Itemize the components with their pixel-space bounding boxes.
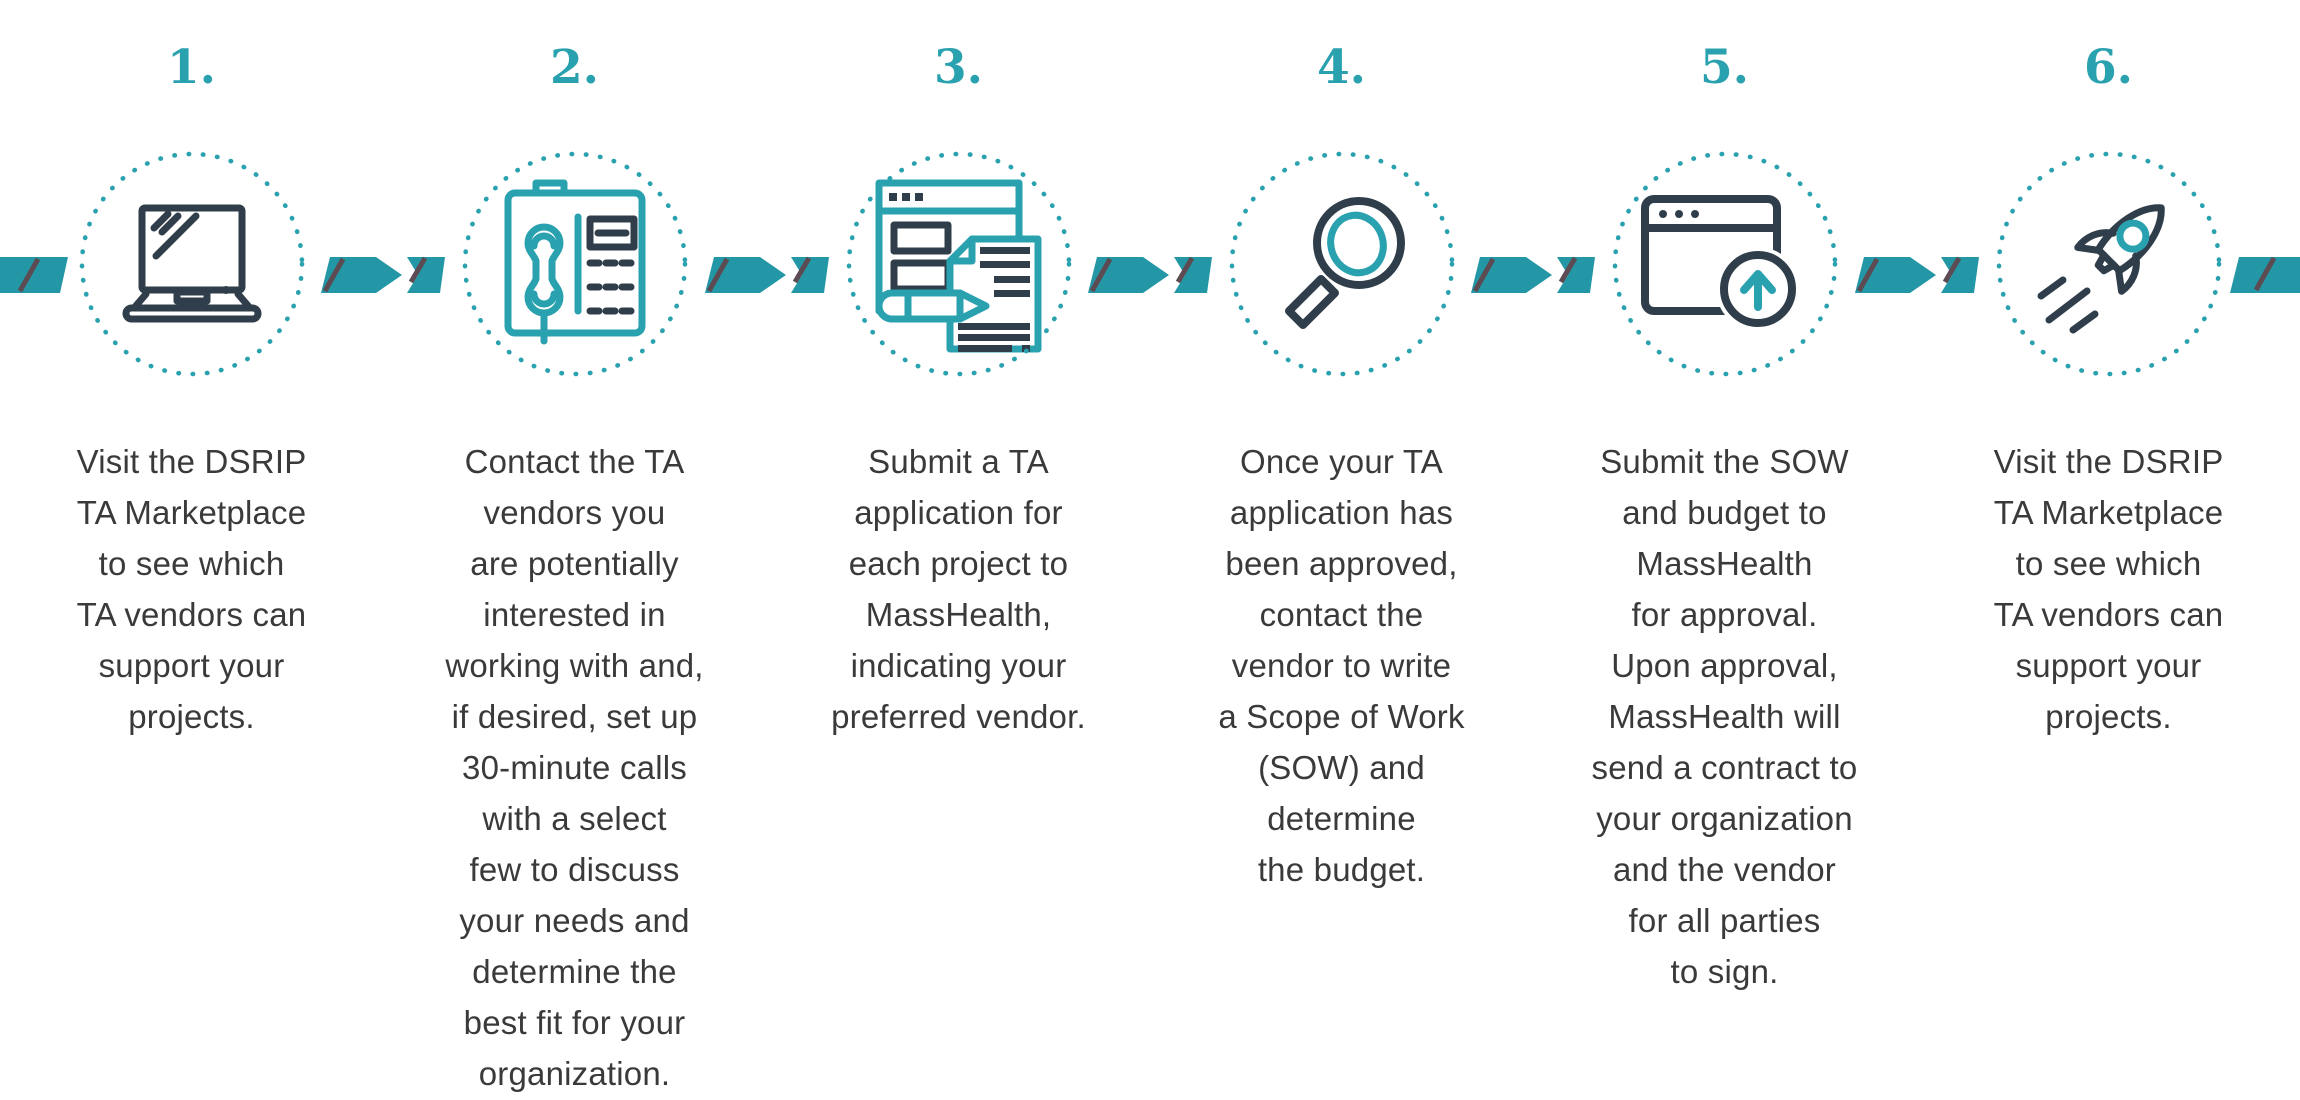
flow-arrow-1 [321,256,445,294]
step-1-circle [78,150,306,378]
step-4-circle [1228,150,1456,378]
step-6-circle [1995,150,2223,378]
step-2-description: Contact the TA vendors you are potential… [445,443,704,1092]
step-3: 3. [767,40,1150,742]
magnifying-glass-icon [1284,197,1405,329]
flow-arrow-5 [1855,256,1979,294]
step-2-number: 2. [549,40,600,95]
flow-arrow-4 [1471,256,1595,294]
step-3-number: 3. [933,40,984,95]
laptop-icon [122,204,261,323]
dotted-ring [1229,151,1454,377]
step-1: 1. Visit the DSRIP TA Marketplace to see… [0,40,383,742]
step-6: 6. Visit the DSRIP TA Mar [1917,40,2300,742]
flow-band-right [2230,256,2300,294]
dotted-ring [79,151,304,377]
step-4-description: Once your TA application has been approv… [1218,443,1465,888]
dotted-ring [1996,151,2221,377]
step-4: 4. Once your TA application has been app… [1150,40,1533,895]
step-2-circle [461,150,689,378]
desk-phone-icon [504,179,645,345]
step-3-circle [845,150,1073,378]
dotted-ring [1612,151,1837,377]
dotted-ring [846,151,1071,377]
step-5: 5. Submit the SOW and [1533,40,1916,997]
rocket-icon [2037,204,2165,334]
step-1-number: 1. [166,40,217,95]
step-1-description: Visit the DSRIP TA Marketplace to see wh… [76,443,307,735]
step-4-number: 4. [1316,40,1367,95]
dotted-ring [462,151,687,377]
step-2: 2. [383,40,766,1099]
flow-band-left [0,256,72,294]
step-5-description: Submit the SOW and budget to MassHealth … [1591,443,1858,990]
application-form-icon [875,179,1041,353]
step-3-description: Submit a TA application for each project… [831,443,1086,735]
flow-arrow-2 [705,256,829,294]
flow-arrow-3 [1088,256,1212,294]
step-6-number: 6. [2083,40,2134,95]
upload-window-icon [1640,195,1800,331]
step-5-number: 5. [1699,40,1750,95]
step-6-description: Visit the DSRIP TA Marketplace to see wh… [1993,443,2224,735]
step-5-circle [1611,150,1839,378]
